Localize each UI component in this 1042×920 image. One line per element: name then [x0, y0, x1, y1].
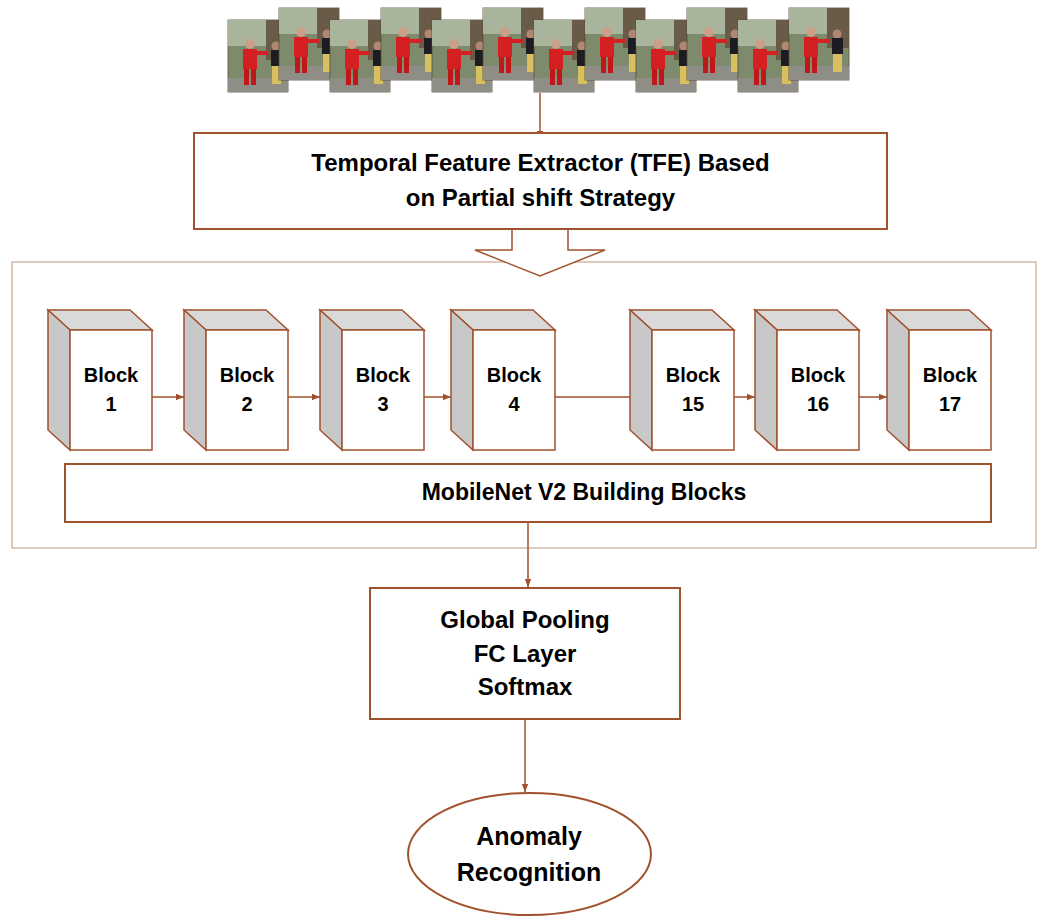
- building-block: Block 16: [755, 310, 859, 450]
- node-label: FC Layer: [474, 637, 577, 671]
- cuboid-side: [887, 310, 909, 450]
- cuboid-front: [909, 330, 991, 450]
- connector-arrow: [152, 396, 184, 398]
- pooling-box: Global PoolingFC LayerSoftmax: [369, 587, 681, 720]
- building-block: Block 3: [320, 310, 424, 450]
- connector-arrow: [424, 396, 451, 398]
- node-label: Softmax: [478, 670, 573, 704]
- cuboid-face: Block 16: [777, 330, 859, 450]
- ellipse-outline: [407, 792, 652, 916]
- connector-arrow: [524, 720, 526, 792]
- node-label: Anomaly Recognition: [454, 818, 604, 891]
- cuboid-front: [342, 330, 424, 450]
- connector-arrow: [734, 396, 755, 398]
- cuboid-face: Block 2: [206, 330, 288, 450]
- block-label: Block 15: [662, 361, 724, 419]
- cuboid-face: Block 17: [909, 330, 991, 450]
- cuboid-face: Block 15: [652, 330, 734, 450]
- connector-arrow: [555, 396, 630, 398]
- connector-arrow: [527, 523, 529, 587]
- cuboid-side: [755, 310, 777, 450]
- cuboid-face: Block 3: [342, 330, 424, 450]
- ellipse-shape: [408, 793, 651, 915]
- cuboid-front: [70, 330, 152, 450]
- building-block: Block 1: [48, 310, 152, 450]
- block-label: Block 16: [787, 361, 849, 419]
- building-block: Block 17: [887, 310, 991, 450]
- block-label: Block 2: [216, 361, 278, 419]
- building-blocks-band: MobileNet V2 Building Blocks: [64, 463, 992, 523]
- cuboid-face: Block 4: [473, 330, 555, 450]
- hollow-arrow: [475, 223, 605, 276]
- cuboid-side: [184, 310, 206, 450]
- block-label: Block 4: [483, 361, 545, 419]
- connector-arrow: [288, 396, 320, 398]
- node-label: Global Pooling: [440, 603, 609, 637]
- cuboid-front: [777, 330, 859, 450]
- cuboid-front: [652, 330, 734, 450]
- block-label: Block 3: [352, 361, 414, 419]
- block-label: Block 1: [80, 361, 142, 419]
- node-label: Temporal Feature Extractor (TFE) Based o…: [296, 146, 786, 216]
- block-label: Block 17: [919, 361, 981, 419]
- video-frame: [789, 8, 849, 80]
- building-block: Block 2: [184, 310, 288, 450]
- cuboid-face: Block 1: [70, 330, 152, 450]
- cuboid-front: [206, 330, 288, 450]
- cuboid-side: [48, 310, 70, 450]
- result-ellipse: Anomaly Recognition: [407, 792, 652, 916]
- cuboid-side: [451, 310, 473, 450]
- connector-arrow: [859, 396, 887, 398]
- cuboid-front: [473, 330, 555, 450]
- cuboid-side: [630, 310, 652, 450]
- building-block: Block 15: [630, 310, 734, 450]
- cuboid-side: [320, 310, 342, 450]
- feature-extractor-box: Temporal Feature Extractor (TFE) Based o…: [193, 132, 888, 230]
- backbone-container: [12, 262, 1036, 548]
- building-block: Block 4: [451, 310, 555, 450]
- node-label: MobileNet V2 Building Blocks: [422, 476, 747, 509]
